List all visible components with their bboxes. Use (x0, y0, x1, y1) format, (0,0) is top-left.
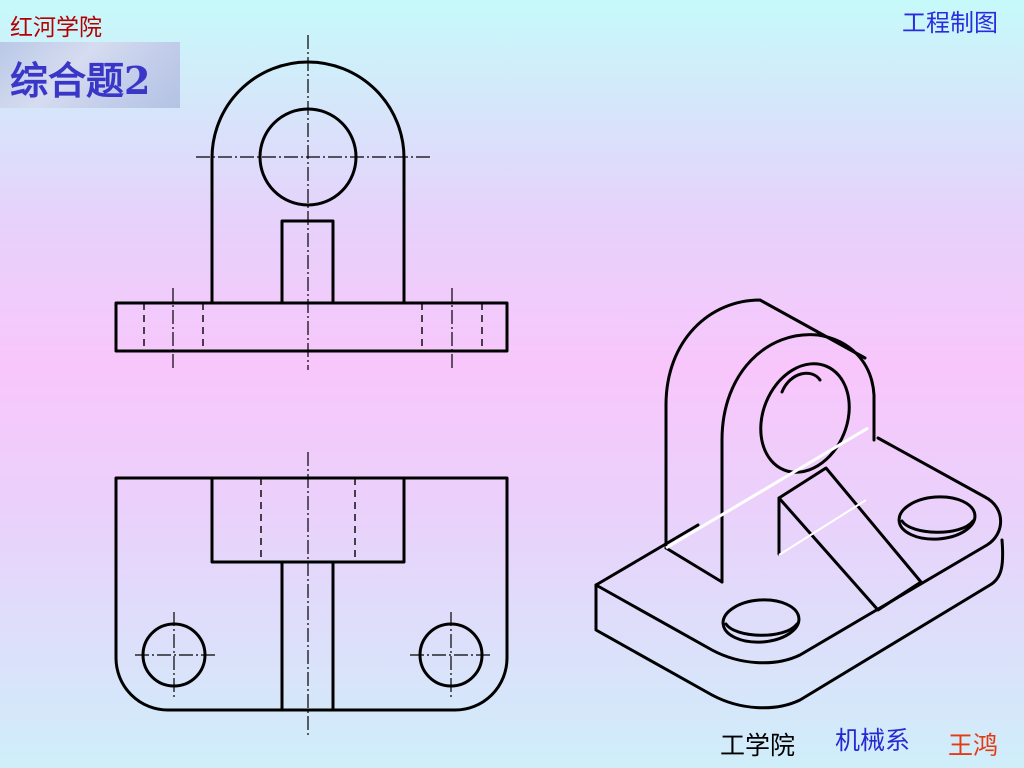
title-box (0, 42, 180, 108)
page-title: 综合题2 (10, 58, 151, 103)
school-name: 红河学院 (10, 15, 102, 41)
course-name: 工程制图 (902, 9, 998, 37)
footer-department: 机械系 (835, 726, 911, 755)
isometric-view (594, 298, 1005, 710)
front-view (114, 35, 509, 370)
footer-author: 王鸿 (948, 731, 999, 760)
footer-college: 工学院 (720, 731, 796, 760)
top-view (114, 452, 509, 735)
